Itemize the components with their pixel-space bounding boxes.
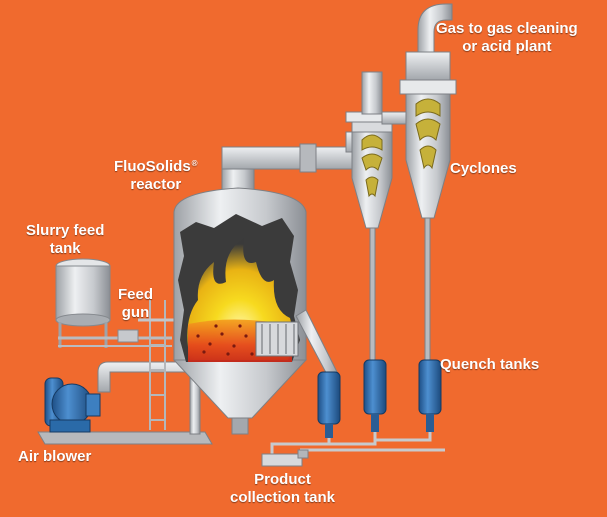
- registered-mark: ®: [191, 159, 198, 168]
- reactor-name: FluoSolids: [114, 158, 191, 175]
- gas-outlet-pipe: [417, 3, 453, 53]
- cyclone-2: [381, 51, 457, 363]
- reactor-word: reactor: [130, 176, 182, 193]
- product-tank-label: Product collection tank: [230, 471, 336, 506]
- heat-exchanger: [255, 321, 299, 357]
- reactor-label: FluoSolids® reactor: [114, 158, 198, 194]
- product-piping: [270, 432, 445, 458]
- product-tank-icon: [261, 449, 309, 467]
- quench-tank-1: [317, 371, 341, 438]
- gas-outlet-label: Gas to gas cleaning or acid plant: [436, 20, 578, 55]
- reactor-vessel: [172, 164, 308, 435]
- support-frame: [149, 300, 166, 430]
- feed-gun-label: Feed gun: [118, 286, 154, 321]
- cyclone-1: [345, 71, 397, 363]
- quench-tanks-label: Quench tanks: [440, 356, 540, 373]
- air-blower-label: Air blower: [18, 448, 92, 465]
- quench-tank-2: [363, 359, 387, 432]
- slurry-tank-icon: [55, 258, 172, 348]
- quench-tank-3: [418, 359, 442, 432]
- air-duct: [97, 361, 197, 393]
- cyclones-label: Cyclones: [450, 160, 517, 177]
- air-blower-icon: [44, 377, 101, 433]
- blower-base: [37, 431, 213, 445]
- slurry-tank-label: Slurry feed tank: [26, 222, 105, 257]
